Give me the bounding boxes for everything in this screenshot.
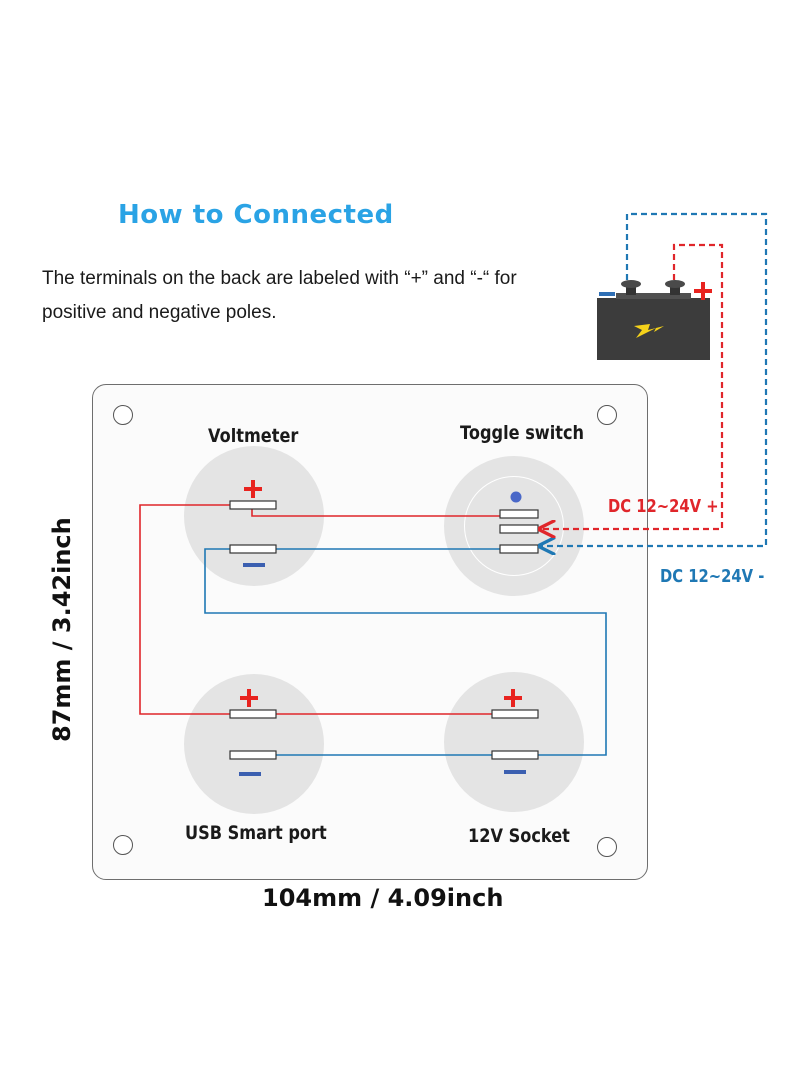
usb-negative-terminal [229,750,277,760]
socket-positive-terminal [491,709,539,719]
plus-sign-socket [504,689,522,707]
positive-wiring [139,504,500,715]
voltmeter-negative-terminal [229,544,277,554]
socket-negative-terminal [491,750,539,760]
terminals [229,500,539,760]
positive-wire [251,505,500,517]
plus-signs [240,480,522,707]
toggle-switch-ring [464,476,564,576]
battery-negative-post [626,282,636,295]
battery-minus-sign [599,292,615,296]
minus-signs [239,563,526,776]
height-dimension: 87mm / 3.42inch [48,517,76,742]
indicator-led-icon [510,491,522,503]
battery-plus-sign [694,282,712,300]
mounting-hole-icon [597,837,617,857]
page-title: How to Connected [118,200,394,230]
battery-negative-cap [621,280,641,288]
dc-positive-label: DC 12~24V + [608,496,719,517]
negative-wire [204,548,607,756]
mounting-hole-icon [597,405,617,425]
plus-sign-usb [240,689,258,707]
plus-sign-voltmeter [244,480,262,498]
socket-label: 12V Socket [468,825,570,847]
battery-positive-cap [665,280,685,288]
minus-sign-socket [504,770,526,774]
minus-sign-usb [239,772,261,776]
toggle-switch-label: Toggle switch [460,422,585,444]
mounting-hole-icon [113,835,133,855]
supply-negative-line [540,212,768,546]
battery-icon [597,280,712,360]
dc-negative-label: DC 12~24V - [660,566,765,587]
width-dimension: 104mm / 4.09inch [262,884,504,912]
supply-positive-line [540,243,724,529]
lightning-bolt-icon [634,324,664,338]
toggle-terminal-middle [499,524,539,534]
usb-port-label: USB Smart port [185,822,327,844]
voltmeter-positive-terminal [229,500,277,510]
battery-top [616,293,691,299]
terminal-description: The terminals on the back are labeled wi… [42,268,517,323]
positive-wire [139,504,230,715]
toggle-terminal-bottom [499,544,539,554]
mounting-hole-icon [113,405,133,425]
battery-positive-post [670,282,680,295]
usb-positive-terminal [229,709,277,719]
negative-wiring [204,548,607,756]
minus-sign-voltmeter [243,563,265,567]
voltmeter-label: Voltmeter [208,425,299,447]
toggle-terminal-top [499,509,539,519]
